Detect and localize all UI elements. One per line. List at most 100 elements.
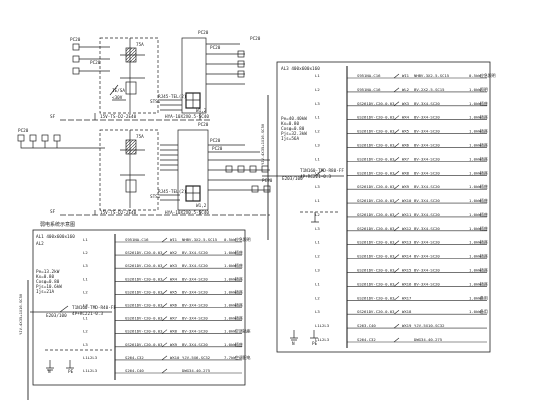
diagram-caption: 弱电系统示意图	[40, 221, 75, 228]
al1-breaker: S264-C32	[125, 355, 144, 360]
al3-load: 1.0kW	[469, 268, 481, 273]
al3-circuit-id: WX6	[402, 142, 410, 147]
al1-breaker: GS261DV-C20-0.03	[125, 263, 163, 268]
al1-cable: BV-3X4-SC20	[182, 329, 208, 334]
al3-usage: 备用	[480, 309, 488, 314]
dim-ts-m: 15V-TS-D2-2E40	[100, 210, 137, 216]
al3-switch-symbol	[393, 226, 400, 232]
terminal-box-middle	[99, 129, 159, 211]
panel-al1-wiring	[27, 280, 112, 400]
al1-switch-symbol	[161, 355, 168, 361]
al1-phase: L1L2L3	[83, 355, 98, 360]
al3-usage: 插座	[480, 129, 488, 134]
al1-switch-symbol	[161, 263, 168, 269]
al1-cable: BV-3X4-SC20	[182, 276, 208, 281]
al3-circuit-id: WX9	[402, 184, 410, 189]
al3-load: 1.0kW	[469, 115, 481, 120]
al1-load: 1.0kW	[224, 303, 236, 308]
al3-circuit-id: WL2	[402, 87, 410, 92]
al3-breaker: GS261DV-C20-0.03	[357, 254, 395, 259]
al1-phase: L1	[83, 316, 88, 321]
top-diagram-text: PC20 PC20 PC20 PC20 PC20 75A STSI RJ45-T…	[70, 30, 261, 120]
al1-circuit-id: WX7	[170, 316, 178, 321]
weak-current-diagram-top	[60, 37, 245, 121]
al1-usage: 插座	[235, 276, 243, 281]
al3-circuit-id: WX16	[402, 281, 412, 286]
al3-phase: L3	[315, 309, 320, 314]
al1-usage: 空调插座	[235, 329, 251, 334]
al1-circuit-id: WX9	[170, 342, 178, 347]
panel-al3-main-breaker-sub: 4P+RC221-0.3	[300, 174, 331, 180]
al3-load: 1.0kW	[469, 101, 481, 106]
panel-al1-frame	[32, 229, 246, 386]
al1-breaker: S264-C40	[125, 368, 144, 373]
al3-load: 1.0kW	[469, 240, 481, 245]
outlet-group-left-mid	[17, 134, 105, 149]
al3-cable: BV-3X4-SC20	[414, 240, 440, 245]
al3-cable: BV-3X4-SC20	[414, 184, 440, 189]
label-30v: <30V	[112, 95, 123, 101]
label-sf-1: SF	[50, 114, 56, 120]
al3-breaker: GS261DV-C20-0.03	[357, 142, 395, 147]
al1-breaker: GS261DV-C20-0.03	[125, 250, 163, 255]
al3-load: 0.5kW	[469, 73, 481, 78]
panel-al1-pe-label: PE	[68, 369, 74, 375]
al1-phase: L3	[83, 303, 88, 308]
al3-load: 1.0kW	[469, 184, 481, 189]
distribution-frame-top	[181, 37, 207, 114]
al3-cable: NHBV-3X2.5-SC15	[414, 73, 450, 78]
panel-al3-n-label: N	[292, 341, 295, 347]
al3-usage: 插座	[480, 254, 488, 259]
tag-pc20-4: PC20	[90, 60, 101, 66]
al3-switch-symbol	[393, 254, 400, 259]
panel-al3-frame	[276, 61, 491, 353]
al3-switch-symbol	[393, 129, 400, 134]
al3-circuit-id: WX18	[402, 309, 412, 314]
panel-al1-main-breaker: T1N160-TMD-R40-FF	[72, 305, 116, 311]
al1-switch-symbol	[161, 329, 168, 334]
al1-load: 1.0kW	[224, 250, 236, 255]
al3-phase: L2	[315, 129, 320, 134]
al3-phase: L2	[315, 254, 320, 259]
dim-hya: HYA-10X2X0.5-SC40	[165, 114, 209, 120]
al1-breaker: GS261DV-C20-0.03	[125, 303, 163, 308]
al3-phase: L1	[315, 115, 320, 120]
al3-circuit-id: WX7	[402, 156, 410, 161]
panel-al1-param-2: Cosφ=0.80	[36, 279, 60, 285]
al3-phase: L1	[315, 156, 320, 161]
label-w12-m: W1,2	[196, 203, 207, 209]
label-iesa: IE/SA	[112, 88, 125, 94]
al3-breaker: GS261DV-C20-0.03	[357, 101, 395, 106]
al3-cable: BV-3X4-SC20	[414, 268, 440, 273]
al3-breaker: GS261DV-C20-0.03	[357, 212, 395, 217]
al1-usage: 插座	[235, 303, 243, 308]
al3-cable: BV-3X4-SC20	[414, 101, 440, 106]
al3-cable: BV-3X4-SC20	[414, 129, 440, 134]
al3-usage: 备用	[480, 295, 488, 300]
panel-al1-param-0: Pe=13.2kW	[36, 269, 60, 275]
al3-cable: BV-3X4-SC20	[414, 170, 440, 175]
al3-cable: YJV-5X10-SC32	[414, 323, 445, 328]
al3-breaker: GS261DV-C20-0.03	[357, 129, 395, 134]
al3-phase: L1	[315, 73, 320, 78]
rating-75a-m: 75A	[136, 134, 144, 140]
al3-switch-symbol	[393, 282, 400, 287]
al3-switch-symbol	[393, 143, 400, 148]
al3-cable: BV-3X4-SC20	[414, 115, 440, 120]
al3-breaker: GS261DV-C20-0.03	[357, 115, 395, 120]
al3-usage: 插座	[480, 142, 488, 147]
al1-phase: L1	[83, 276, 88, 281]
outlet-group-left-top	[72, 43, 110, 75]
al3-load: 1.0kW	[469, 281, 481, 286]
tag-pc20-m5: PC20	[262, 178, 273, 184]
al3-switch-symbol	[393, 87, 400, 93]
